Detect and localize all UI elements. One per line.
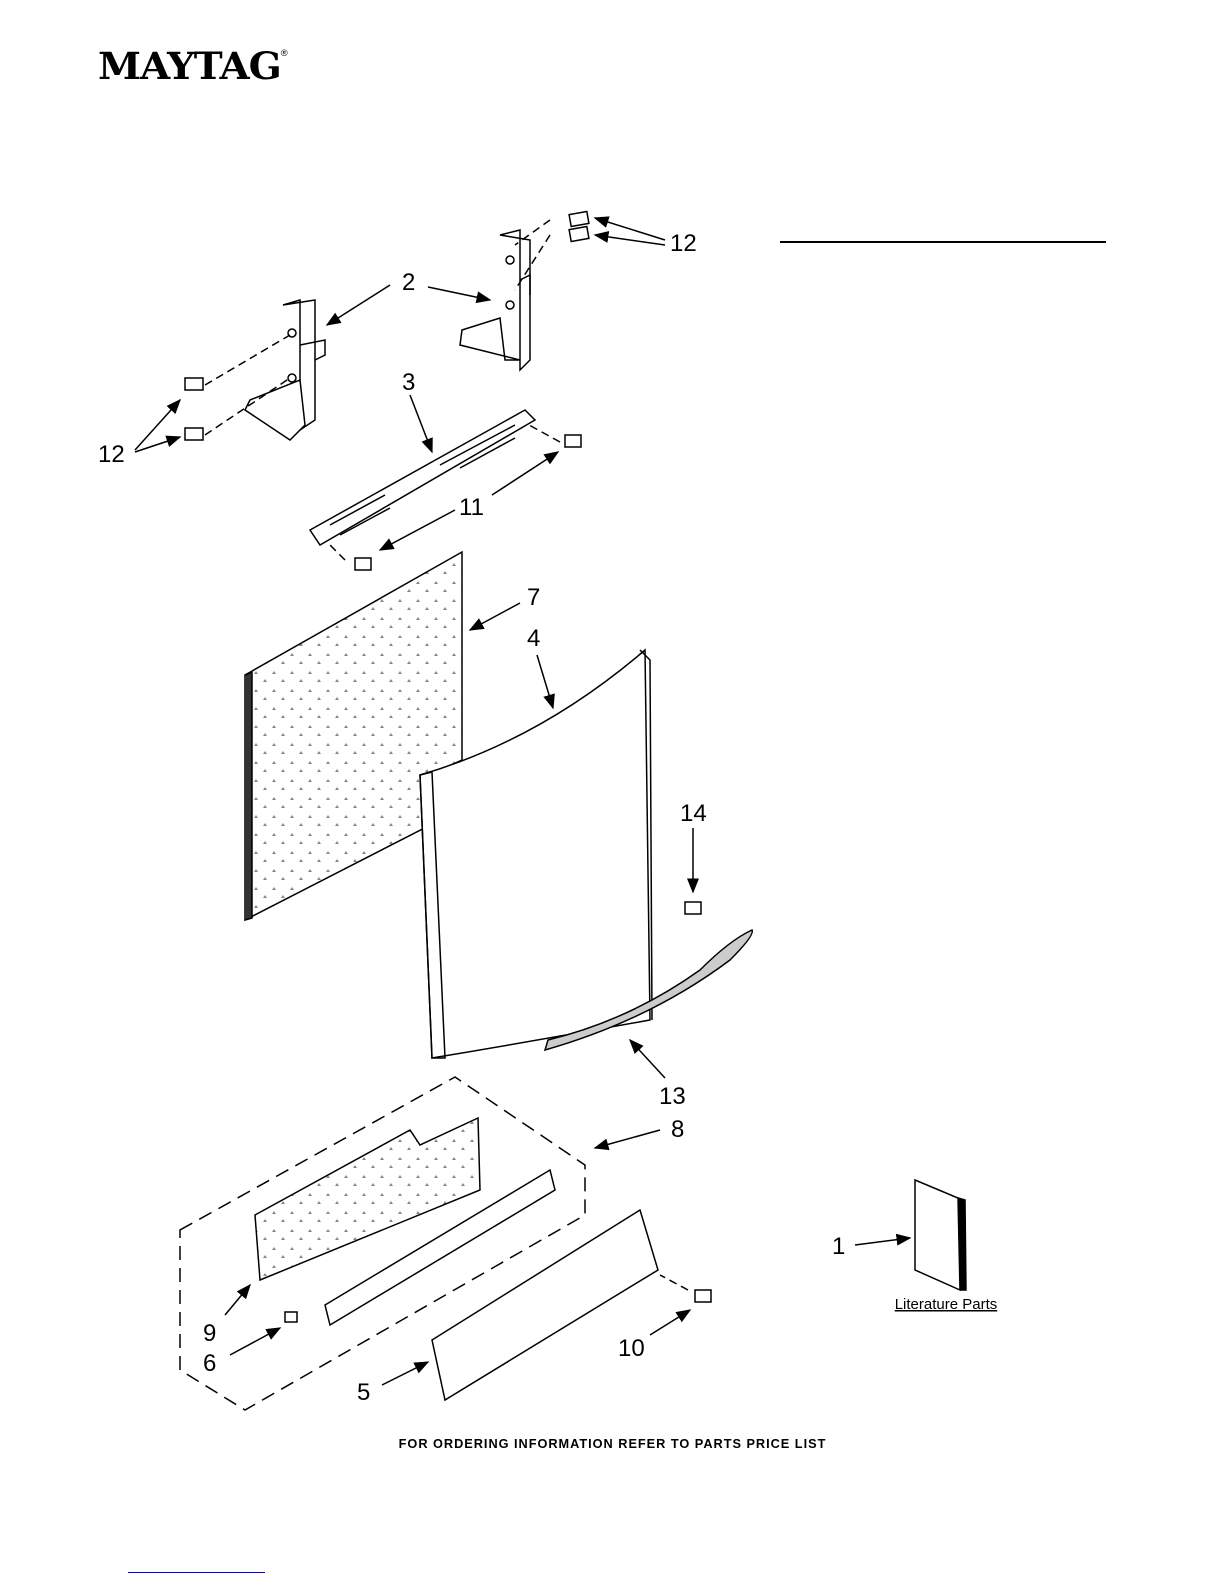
toe-panel-insulation <box>254 1116 481 1282</box>
screws-12 <box>184 210 712 1303</box>
hinge-bracket-left <box>244 298 326 441</box>
callout-3: 3 <box>402 369 415 396</box>
title-rule <box>780 241 1106 243</box>
callout-13: 13 <box>659 1083 686 1110</box>
toe-panel <box>431 1208 659 1402</box>
callout-4: 4 <box>527 625 540 652</box>
callout-1: 1 <box>832 1233 845 1260</box>
clip-6 <box>284 1311 298 1323</box>
callout-5: 5 <box>357 1379 370 1406</box>
bracket-bar <box>308 409 537 547</box>
callout-11: 11 <box>459 494 484 521</box>
callout-2: 2 <box>402 269 415 296</box>
callout-14: 14 <box>680 800 707 827</box>
callout-8: 8 <box>671 1116 684 1143</box>
brand-name: MAYTAG <box>98 44 282 88</box>
registered-mark: ® <box>280 48 288 58</box>
literature-parts-label: Literature Parts <box>895 1296 998 1313</box>
leader-arrows <box>134 216 912 1386</box>
link-underline[interactable] <box>128 1572 265 1573</box>
callout-6: 6 <box>203 1350 216 1377</box>
callout-7: 7 <box>527 584 540 611</box>
callout-9: 9 <box>203 1320 216 1347</box>
callout-numbers: 12 2 3 12 11 7 4 14 13 8 1 9 6 10 5 Lite… <box>98 230 997 1406</box>
callout-10: 10 <box>618 1335 645 1362</box>
callout-12-left: 12 <box>98 441 125 468</box>
maytag-logo: MAYTAG® <box>98 44 288 88</box>
kick-plate-group-outline <box>179 1076 586 1411</box>
kick-plate-strip <box>324 1168 556 1327</box>
callout-12-top: 12 <box>670 230 697 257</box>
footer-note: FOR ORDERING INFORMATION REFER TO PARTS … <box>398 1436 827 1451</box>
door-handle <box>543 929 754 1052</box>
hinge-bracket-right <box>459 229 531 372</box>
literature-booklet <box>914 1178 961 1292</box>
door-panel <box>419 648 651 1059</box>
